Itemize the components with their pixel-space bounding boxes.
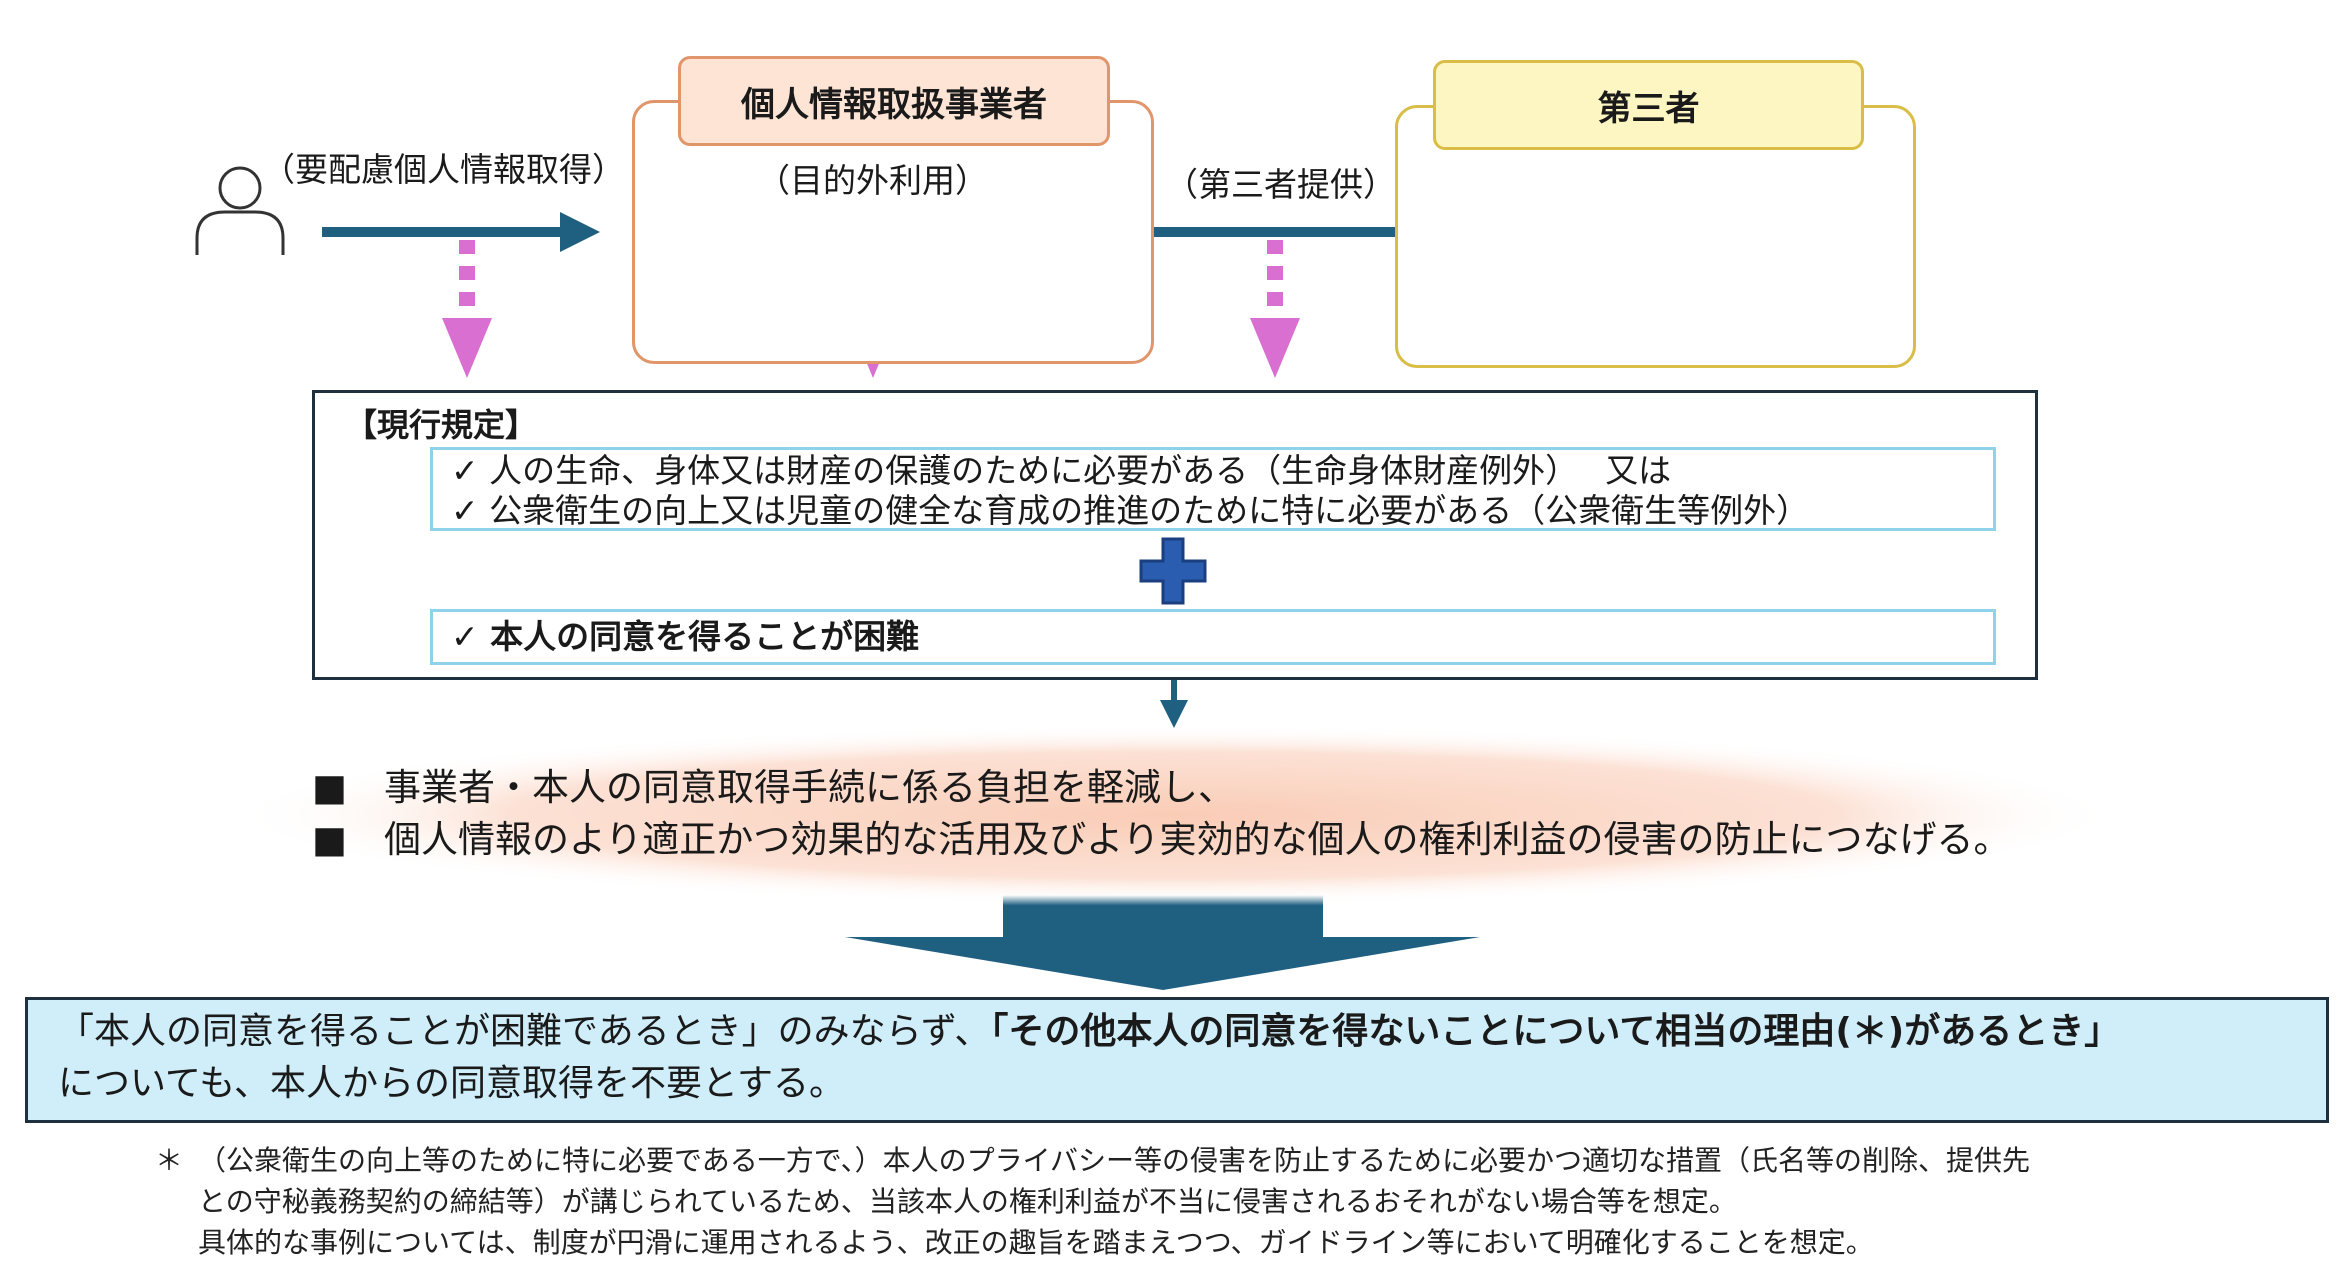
result-text-part1: 「本人の同意を得ることが困難であるとき」のみならず、: [58, 1011, 991, 1052]
goal-item: ■ 個人情報のより適正かつ効果的な活用及びより実効的な個人の権利利益の侵害の防止…: [312, 814, 2011, 866]
big-down-arrow: [845, 895, 1480, 990]
bullet-square-icon: ■: [312, 818, 347, 861]
goal-text: 事業者・本人の同意取得手続に係る負担を軽減し、: [384, 766, 1235, 809]
result-line-1: 「本人の同意を得ることが困難であるとき」のみならず、「その他本人の同意を得ないこ…: [58, 1006, 2296, 1058]
bullet-square-icon: ■: [312, 766, 347, 809]
third-provide-label: （第三者提供）: [1165, 165, 1396, 204]
result-text-part3: についても、本人からの同意取得を不要とする。: [58, 1063, 845, 1104]
condition-life-body-property: ✓ 人の生命、身体又は財産の保護のために必要がある（生命身体財産例外） 又は: [451, 451, 1672, 490]
acquire-label: （要配慮個人情報取得）: [262, 150, 625, 189]
goal-text: 個人情報のより適正かつ効果的な活用及びより実効的な個人の権利利益の侵害の防止につ…: [384, 818, 2011, 861]
footnote-mark: ＊: [155, 1144, 184, 1177]
goals-list: ■ 事業者・本人の同意取得手続に係る負担を軽減し、 ■ 個人情報のより適正かつ効…: [312, 762, 2011, 866]
consent-difficult-condition: ✓ 本人の同意を得ることが困難: [430, 609, 1996, 665]
person-icon: [195, 166, 285, 255]
footnote-line: との守秘義務契約の締結等）が講じられているため、当該本人の権利利益が不当に侵害さ…: [198, 1185, 1737, 1218]
plus-icon: [1139, 537, 1207, 605]
footnote: （公衆衛生の向上等のために特に必要である一方で、）本人のプライバシー等の侵害を防…: [198, 1140, 2030, 1263]
goals-glow: [230, 725, 2120, 905]
footnote-line: （公衆衛生の向上等のために特に必要である一方で、）本人のプライバシー等の侵害を防…: [198, 1144, 2031, 1177]
footnote-line: 具体的な事例については、制度が円滑に運用されるよう、改正の趣旨を踏まえつつ、ガイ…: [198, 1226, 1874, 1259]
consent-condition-text: ✓ 本人の同意を得ることが困難: [451, 617, 920, 656]
current-rule-heading: 【現行規定】: [345, 406, 538, 444]
result-box: 「本人の同意を得ることが困難であるとき」のみならず、「その他本人の同意を得ないこ…: [25, 997, 2329, 1123]
result-text-bold: 「その他本人の同意を得ないことについて相当の理由(＊)があるとき」: [990, 1011, 2121, 1052]
condition-public-health: ✓ 公衆衛生の向上又は児童の健全な育成の推進のために特に必要がある（公衆衛生等例…: [451, 491, 1810, 530]
exception-conditions: ✓ 人の生命、身体又は財産の保護のために必要がある（生命身体財産例外） 又は ✓…: [430, 447, 1996, 531]
third-party-label: 第三者: [1433, 60, 1864, 150]
business-label: 個人情報取扱事業者: [678, 56, 1110, 146]
purpose-label: （目的外利用）: [757, 161, 988, 200]
goal-item: ■ 事業者・本人の同意取得手続に係る負担を軽減し、: [312, 762, 2011, 814]
